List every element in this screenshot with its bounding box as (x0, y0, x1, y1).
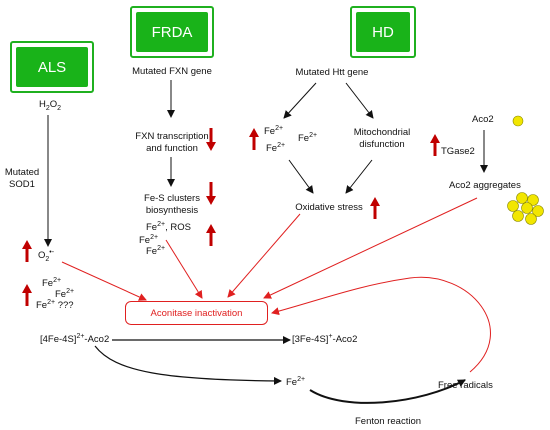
cluster-to-fe2-arrow (94, 345, 282, 385)
aco2-monomer-icon (512, 115, 524, 127)
als-fe-2: Fe2+ (55, 287, 75, 300)
frda-fe-ros: Fe2+, ROS (146, 220, 191, 233)
frda-mutated-gene: Mutated FXN gene (132, 66, 212, 77)
aggregates-to-aconitase-arrow (263, 197, 478, 299)
aco2-aggregate-icon (507, 192, 544, 225)
hd-mutated-gene: Mutated Htt gene (295, 67, 369, 78)
aconitase-inactivation-box: Aconitase inactivation (125, 301, 268, 325)
up-arrow-icon (430, 134, 440, 156)
hd-fe-to-oxidative-arrow (288, 159, 314, 194)
als-superoxide: O2•- (38, 248, 55, 263)
frda-label: FRDA (136, 12, 208, 52)
hd-gene-to-fe-arrow (283, 82, 317, 119)
hd-mito-to-oxidative-arrow (345, 159, 373, 194)
als-h2o2: H2O2 (38, 99, 62, 112)
frda-fe-3: Fe2+ (146, 244, 166, 257)
als-disease-box: ALS (10, 41, 94, 93)
free-radicals-label: Free radicals (438, 380, 493, 391)
free-radicals-to-aconitase-arrow (271, 276, 491, 373)
hd-fe-1: Fe2+ (264, 124, 284, 137)
hd-gene-to-mito-arrow (345, 82, 374, 119)
up-arrow-icon (370, 197, 380, 219)
als-fe-3: Fe2+ ??? (36, 298, 74, 311)
released-fe2: Fe2+ (286, 375, 306, 388)
up-arrow-icon (22, 284, 32, 306)
up-arrow-icon (249, 128, 259, 150)
cluster-4fe4s: [4Fe-4S]2+-Aco2 (40, 332, 110, 345)
frda-fe-2: Fe2+ (139, 233, 159, 246)
hd-disease-box: HD (350, 6, 416, 58)
hd-oxidative-stress: Oxidative stress (295, 202, 363, 213)
fenton-reaction-label: Fenton reaction (355, 416, 422, 427)
als-to-aconitase-arrow (61, 261, 147, 301)
up-arrow-icon (206, 224, 216, 246)
fenton-reaction-arrow (309, 379, 466, 404)
down-arrow-icon (206, 128, 216, 151)
tgase2-label: TGase2 (441, 146, 475, 157)
hd-label: HD (356, 12, 410, 52)
down-arrow-icon (206, 182, 216, 205)
frda-to-aconitase-arrow (165, 239, 203, 299)
als-label: ALS (16, 47, 88, 87)
hd-to-aconitase-arrow (227, 213, 301, 298)
aco2-aggregates-label: Aco2 aggregates (449, 180, 521, 191)
cluster-3fe4s: [3Fe-4S]+-Aco2 (292, 332, 358, 345)
up-arrow-icon (22, 240, 32, 262)
hd-fe-2: Fe2+ (298, 131, 318, 144)
frda-disease-box: FRDA (130, 6, 214, 58)
aco2-label: Aco2 (472, 114, 494, 125)
hd-fe-3: Fe2+ (266, 141, 286, 154)
als-fe-1: Fe2+ (42, 276, 62, 289)
